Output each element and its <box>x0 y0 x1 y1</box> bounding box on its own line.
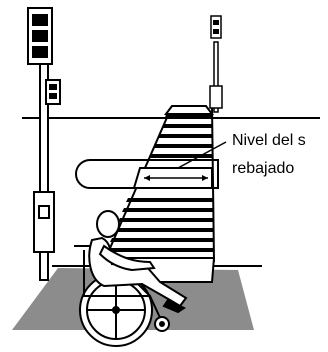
callout-label-line-2: rebajado <box>232 160 295 177</box>
crossing-stripe <box>110 238 214 242</box>
traffic-light-icon <box>27 7 61 281</box>
crossing-stripe <box>154 144 212 148</box>
crossing-stripe <box>158 134 212 138</box>
far-kerb-ramp <box>164 105 214 115</box>
crossing-stripe <box>106 248 214 252</box>
callout-label-line-1: Nivel del s <box>232 132 306 149</box>
callout-leader-line <box>177 141 227 169</box>
pedestrian-signal-icon <box>209 15 223 113</box>
crossing-stripe <box>150 154 212 158</box>
crossing-stripe <box>118 218 214 222</box>
zebra-crossing <box>106 114 214 252</box>
crossing-stripe <box>114 228 214 232</box>
crossing-stripe <box>162 124 212 128</box>
wheelchair-user-icon <box>74 210 188 347</box>
width-arrow <box>144 175 208 181</box>
crossing-stripe <box>122 208 214 212</box>
crossing-stripe <box>126 198 214 202</box>
